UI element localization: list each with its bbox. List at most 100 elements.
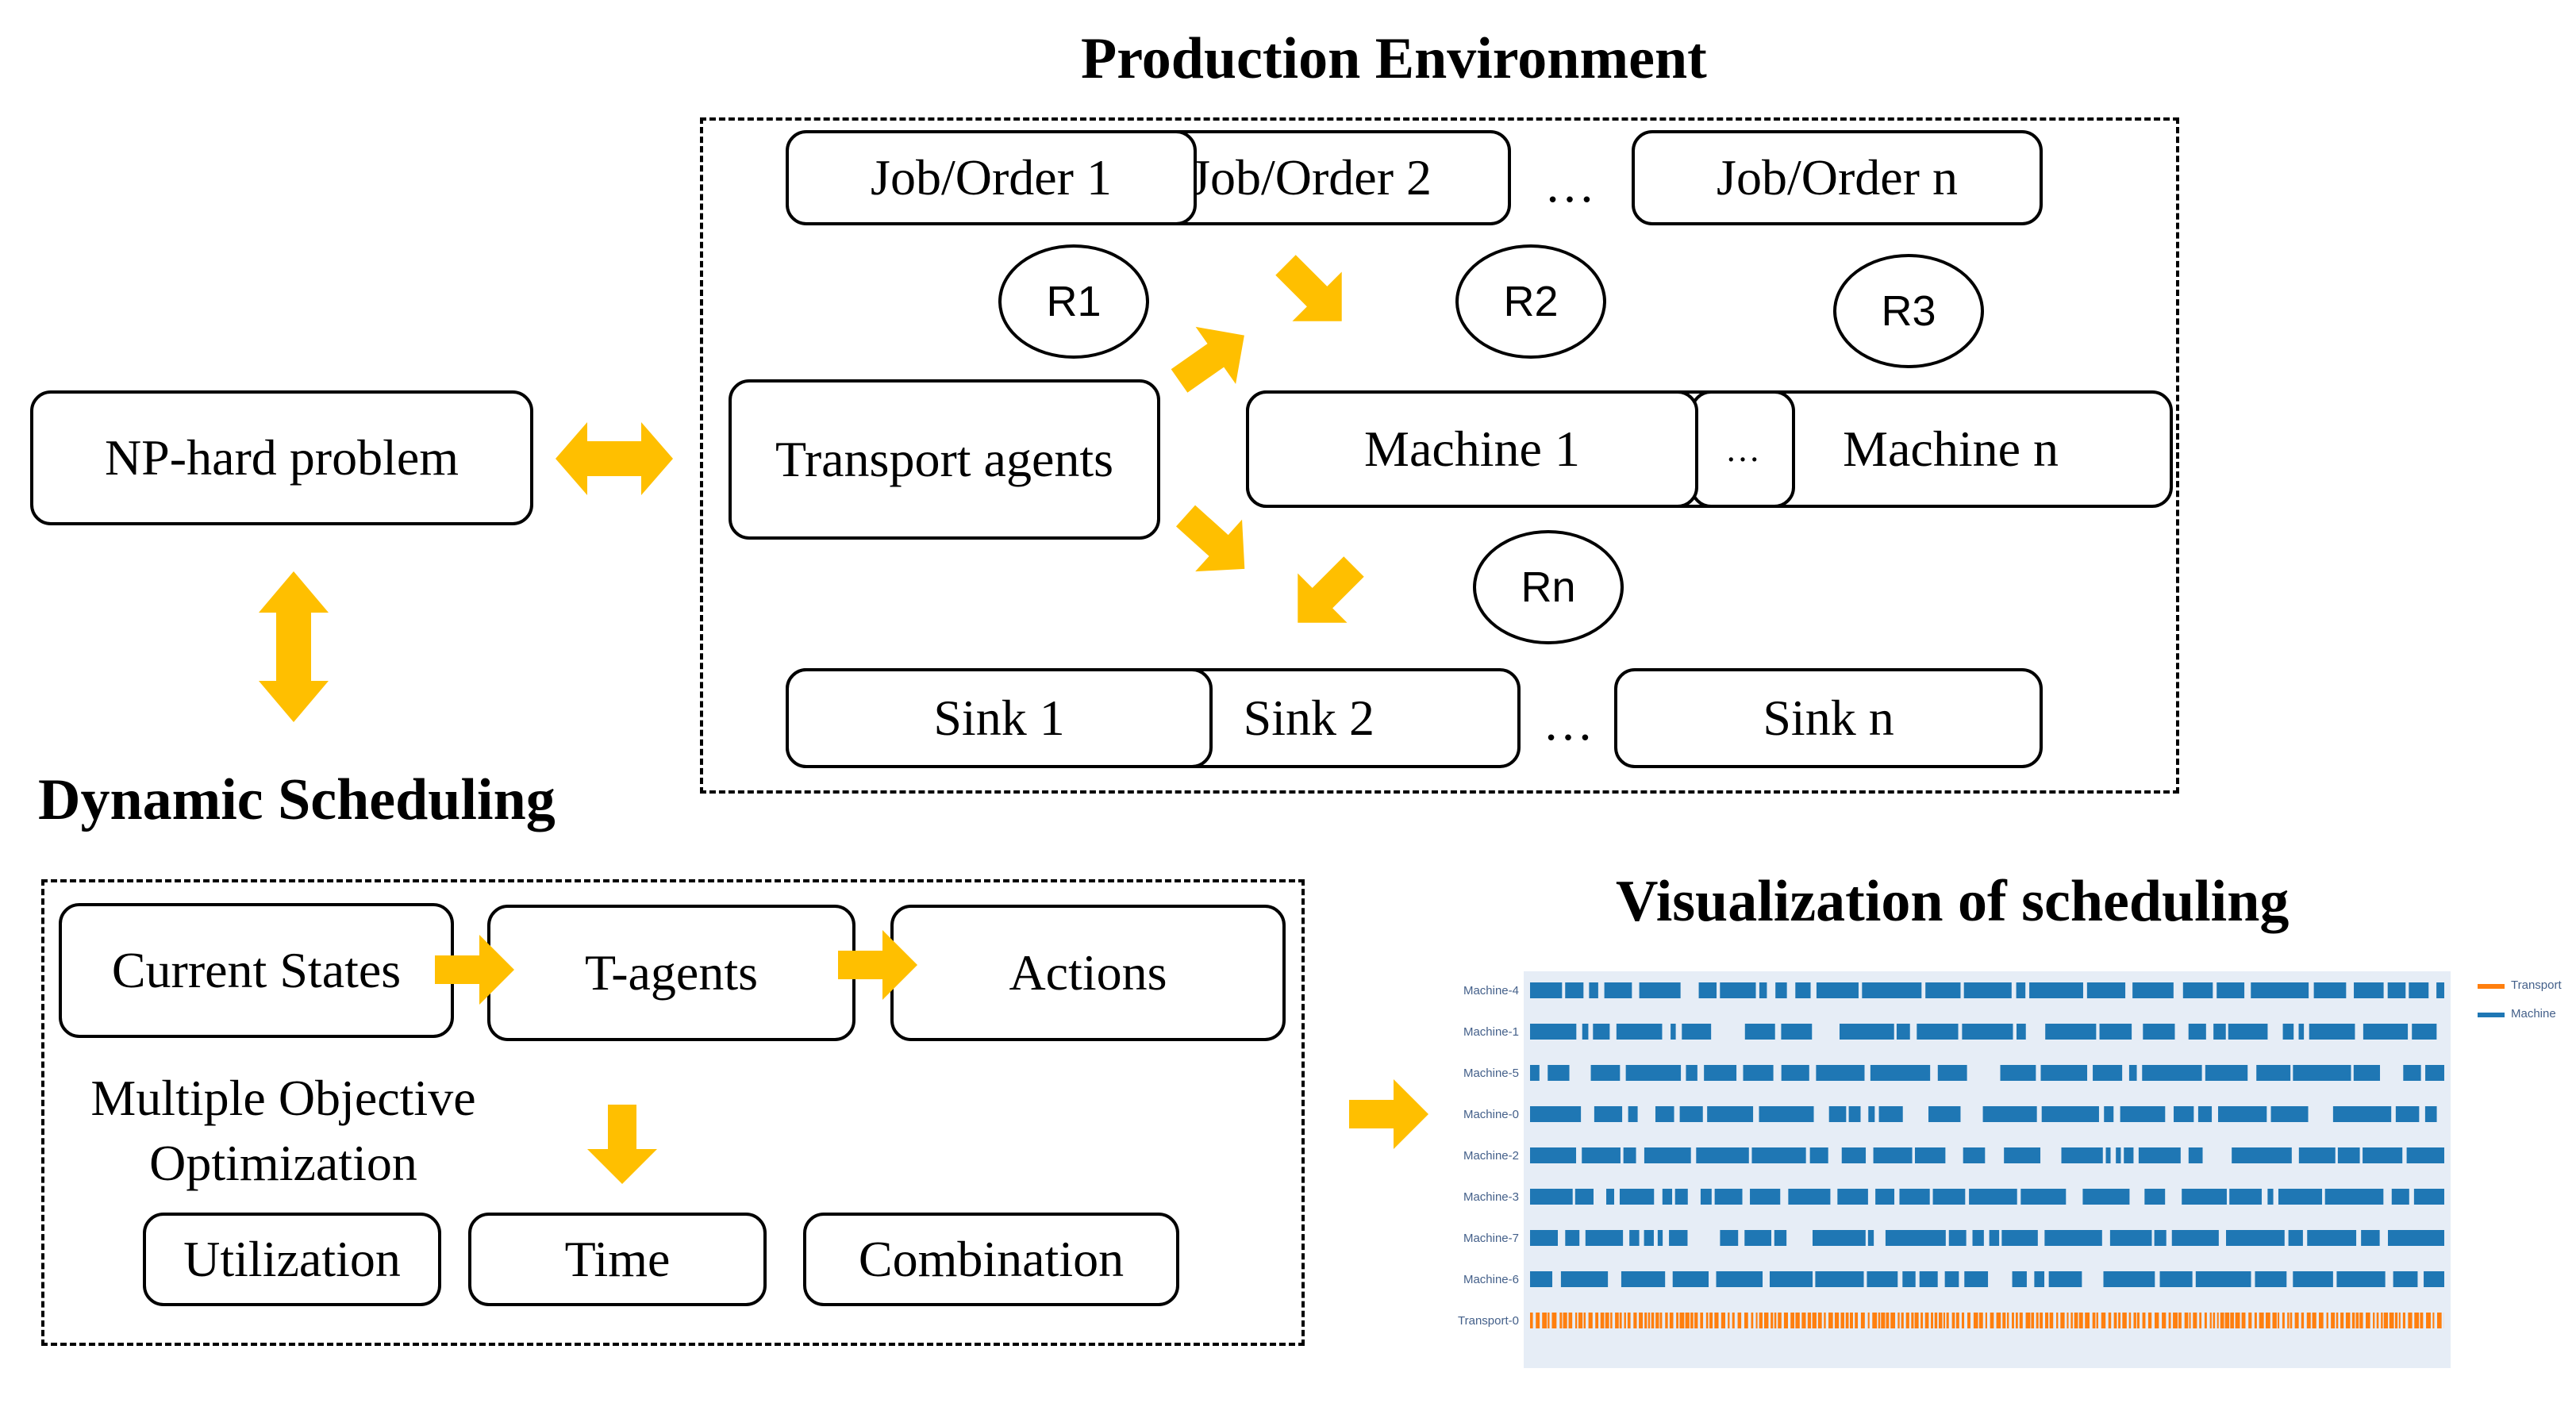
transport-bar [2432,1313,2435,1328]
transport-bar [2351,1313,2355,1328]
machine-bar [2387,982,2406,998]
machine-bar [1815,1271,1864,1287]
transport-bar [1610,1313,1613,1328]
machine-bar [1629,1230,1640,1246]
transport-bar [2173,1313,2178,1328]
robot-r1: R1 [998,244,1149,359]
machine-bar [2128,1065,2137,1081]
machine-bar [1839,1024,1894,1040]
machine-bar [2391,1189,2409,1205]
transport-bar [1828,1313,1833,1328]
machine-bar [2406,1147,2444,1163]
machine-bar [1899,1189,1930,1205]
transport-bar [2189,1313,2191,1328]
machine-bar [2195,1271,2251,1287]
machine-bar [2363,1024,2409,1040]
machine-bar [2188,1024,2206,1040]
machine-bar [1662,1189,1673,1205]
current-states-box: Current States [59,903,454,1038]
machine-bar [2174,1106,2194,1122]
machine-bar [2205,1065,2248,1081]
machine-bar [1743,1065,1774,1081]
transport-bar [1990,1313,1994,1328]
machine-bar [2213,1024,2226,1040]
transport-bar [2394,1313,2398,1328]
transport-bar [2168,1313,2171,1328]
transport-bar [2254,1313,2257,1328]
machine-bar [2132,982,2174,998]
machine-bar [1878,1106,1903,1122]
machine-bar [2298,1024,2305,1040]
transport-bar [2025,1313,2031,1328]
transport-bar [2056,1313,2059,1328]
transport-bar [1644,1313,1647,1328]
machine-bar [1644,1147,1691,1163]
machine-bar [1530,1106,1582,1122]
transport-bar [1795,1313,1800,1328]
transport-bar [1536,1313,1540,1328]
transport-bar [1855,1313,1859,1328]
machine-bar [1639,982,1681,998]
transport-bar [1901,1313,1904,1328]
machine-bar [1644,1230,1654,1246]
machine-bar [2182,1189,2227,1205]
machine-bar [1623,1147,1636,1163]
machine-bar [1781,1065,1809,1081]
dynamic-scheduling-title: Dynamic Scheduling [38,767,556,832]
transport-bar [1542,1313,1548,1328]
machine-bar [2218,1106,2267,1122]
np-hard-problem-box: NP-hard problem [30,390,533,525]
transport-bar [1744,1313,1748,1328]
transport-bar [2113,1313,2117,1328]
machine-bar [1560,1271,1609,1287]
robot-r2: R2 [1455,244,1606,359]
machine-bar [2197,1106,2213,1122]
transport-bar [2067,1313,2069,1328]
machine-bar [2017,1024,2026,1040]
transport-bar [2092,1313,2096,1328]
transport-bar [1978,1313,1983,1328]
gantt-row-label: Machine-3 [1463,1190,1519,1204]
transport-bar [2345,1313,2351,1328]
visualization-title: Visualization of scheduling [1616,869,2290,934]
machine-bar [1616,1024,1663,1040]
transport-bar [1943,1313,1945,1328]
transport-bar [2265,1313,2270,1328]
machine-bar [1795,982,1811,998]
machine-bar [2309,1024,2355,1040]
machine-bar [2012,1271,2027,1287]
machine-bar [1671,1024,1676,1040]
machine-bar [1530,982,1563,998]
machine-bar [2424,1271,2444,1287]
transport-bar [2282,1313,2285,1328]
transport-bar [1824,1313,1826,1328]
transport-bar [2147,1313,2152,1328]
transport-bar [1690,1313,1694,1328]
machine-bar [2354,982,2384,998]
machine-bar [2171,1230,2219,1246]
machine-bar [2040,1065,2088,1081]
machine-bar [1619,1189,1655,1205]
transport-bar [2318,1313,2324,1328]
machine-bar [2424,1106,2437,1122]
transport-bar [1850,1313,1853,1328]
machine-bar [2099,1024,2132,1040]
transport-bar [2012,1313,2014,1328]
machine-bar [1969,1189,2017,1205]
machine-bar [2229,1189,2262,1205]
transport-bar [1647,1313,1651,1328]
transport-bar [1600,1313,1605,1328]
machine-bar [1657,1230,1663,1246]
job-order-n-box: Job/Order n [1632,130,2043,225]
machine-bar [1669,1230,1688,1246]
machine-bar [2045,1024,2097,1040]
transport-bar [2133,1313,2136,1328]
time-box: Time [468,1213,767,1306]
transport-bar [2209,1313,2212,1328]
machine-bar [2120,1106,2166,1122]
machine-bar [1548,1065,1570,1081]
robot-r3: R3 [1833,254,1984,368]
transport-bar [2359,1313,2363,1328]
machine-bar [1530,1065,1540,1081]
transport-bar [2136,1313,2140,1328]
